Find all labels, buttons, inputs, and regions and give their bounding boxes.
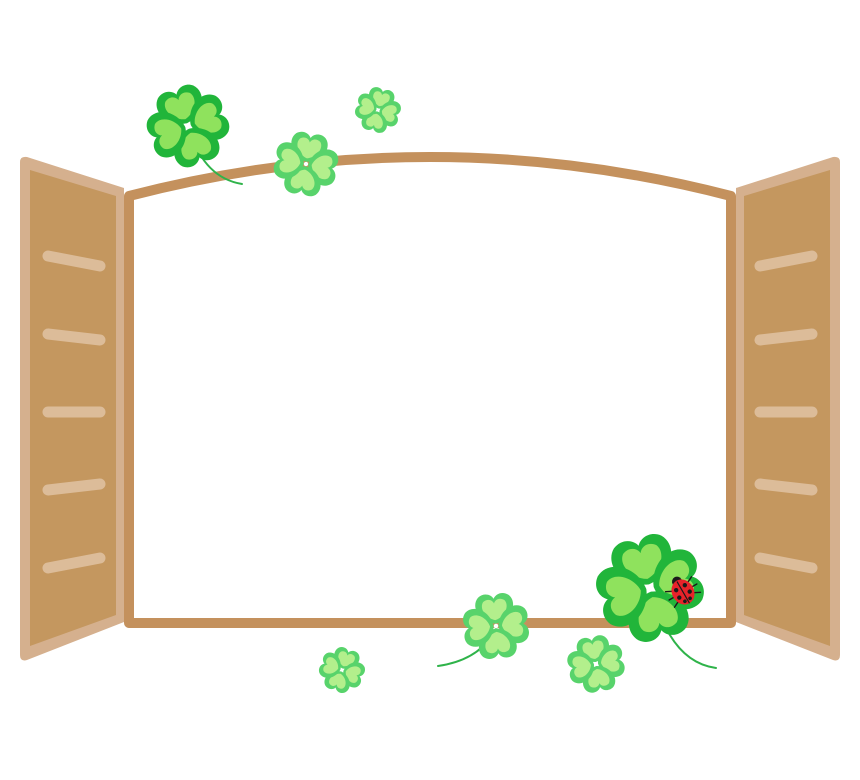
slat xyxy=(754,250,818,272)
slat xyxy=(42,478,106,496)
slat xyxy=(754,552,818,574)
left-shutter-slats xyxy=(42,250,106,574)
slat xyxy=(42,328,106,346)
slat xyxy=(754,328,818,346)
slat xyxy=(42,250,106,272)
right-shutter xyxy=(736,156,840,661)
window-frame xyxy=(124,152,736,628)
ladybug-icon xyxy=(664,576,702,608)
slat xyxy=(754,478,818,496)
left-shutter xyxy=(20,156,124,661)
slat xyxy=(42,552,106,574)
right-shutter-slats xyxy=(754,250,818,574)
